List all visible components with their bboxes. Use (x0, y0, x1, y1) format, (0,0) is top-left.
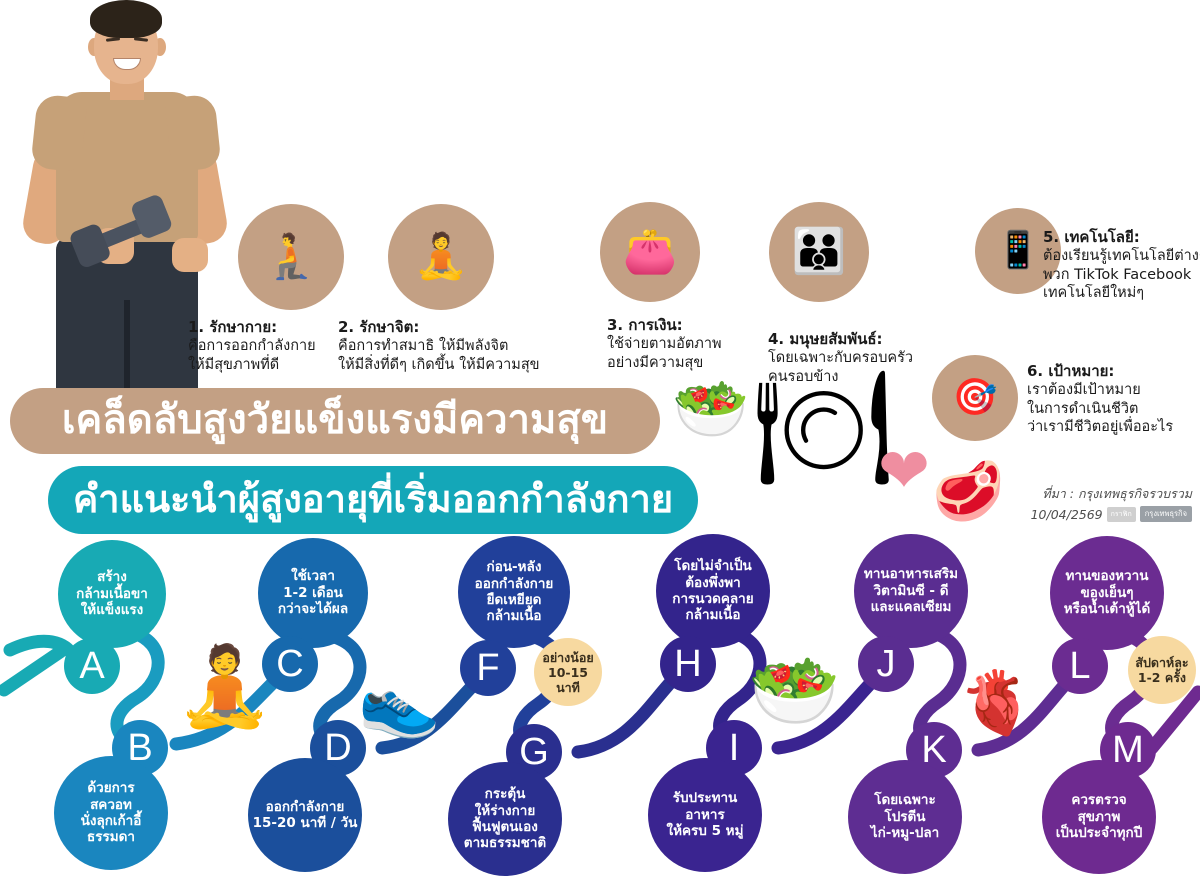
people-group-icon: 👪 (769, 202, 869, 302)
meat-steak-illustration: 🥩 (932, 457, 1005, 525)
flow-node-C-letter: C (262, 636, 318, 692)
tip-1-line-1: คือการออกกำลังกาย (188, 337, 316, 354)
tip-2-line-1: คือการทำสมาธิ ให้มีพลังจิต (338, 337, 509, 354)
tip-5-line-1: ต้องเรียนรู้เทคโนโลยีต่างๆ (1043, 247, 1200, 264)
photo-hair (90, 0, 162, 38)
tip-6-line-2: ในการดำเนินชีวิต (1027, 400, 1139, 417)
pink-heart-illustration: ❤ (878, 434, 930, 507)
hero-photo-senior-man (8, 0, 238, 400)
tip-1-line-2: ให้มีสุขภาพที่ดี (188, 356, 280, 373)
tip-5-title: 5. เทคโนโลยี: (1043, 228, 1140, 246)
photo-right-sleeve (164, 93, 222, 173)
sub-title-text: คำแนะนำผู้สูงอายุที่เริ่มออกกำลังกาย (72, 476, 674, 521)
flow-node-J-text: ทานอาหารเสริม วิตามินซี - ดี และแคลเซียม (854, 534, 968, 648)
tip-6-line-3: ว่าเรามีชีวิตอยู่เพื่ออะไร (1027, 419, 1174, 436)
tip-2-glyph: 🧘 (413, 231, 469, 282)
stretch-duration-badge: อย่างน้อย 10-15 นาที (534, 638, 602, 706)
tip-5-line-3: เทคโนโลยีใหม่ๆ (1043, 285, 1145, 302)
photo-left-sleeve (30, 93, 88, 173)
tip-2-line-2: ให้มีสิ่งที่ดีๆ เกิดขึ้น ให้มีความสุข (338, 356, 540, 373)
flow-node-K-text: โดยเฉพาะ โปรตีน ไก่-หมู-ปลา (848, 760, 962, 874)
sneakers-dumbbell-illustration: 👟 (358, 664, 441, 741)
flow-node-D-text: ออกกำลังกาย 15-20 นาที / วัน (248, 758, 362, 872)
flow-node-F-letter: F (460, 640, 516, 696)
yoga-tree-pose-illustration: 🧘 (176, 642, 274, 732)
smartphone-chat-icon: 📱 (975, 208, 1061, 294)
yoga-forward-bend-icon: 🧎 (238, 204, 344, 310)
flow-node-B-text: ด้วยการ สควอท นั่งลุกเก้าอี้ ธรรมดา (54, 756, 168, 870)
balanced-meal-plate-illustration: 🍽 (752, 363, 895, 493)
tip-3-line-1: ใช้จ่ายตามอัตภาพ (607, 335, 722, 352)
source-date: 10/04/2569 (1030, 506, 1103, 522)
source-date-row: 10/04/2569 กราฟิก กรุงเทพธุรกิจ (1031, 506, 1192, 522)
tip-5-line-2: พวก TikTok Facebook (1043, 266, 1192, 283)
tip-3-line-2: อย่างมีความสุข (607, 354, 704, 371)
flow-node-A-text: สร้าง กล้ามเนื้อขา ให้แข็งแรง (58, 540, 166, 648)
tip-4-line-1: โดยเฉพาะกับครอบครัว (768, 349, 914, 366)
source-chip-publisher: กรุงเทพธุรกิจ (1139, 506, 1192, 522)
flow-node-M-text: ควรตรวจ สุขภาพ เป็นประจำทุกปี (1042, 760, 1156, 874)
main-title-banner: เคล็ดลับสูงวัยแข็งแรงมีความสุข (10, 388, 660, 454)
tip-2-title: 2. รักษาจิต: (338, 318, 420, 336)
photo-pants-seam (124, 300, 130, 400)
sweets-frequency-badge: สัปดาห์ละ 1-2 ครั้ง (1128, 636, 1196, 704)
tip-1-title: 1. รักษากาย: (188, 318, 278, 336)
target-dart-icon: 🎯 (932, 355, 1018, 441)
tip-5-glyph: 📱 (995, 230, 1041, 271)
tip-3-glyph: 👛 (622, 226, 678, 277)
fruit-veg-bowl-illustration: 🥗 (748, 648, 841, 734)
flow-node-H-text: โดยไม่จำเป็น ต้องพึ่งพา การนวดคลาย กล้าม… (656, 534, 770, 648)
flow-node-C-text: ใช้เวลา 1-2 เดือน กว่าจะได้ผล (258, 538, 368, 648)
flow-node-H-letter: H (660, 636, 716, 692)
tip-4-glyph: 👪 (791, 226, 847, 277)
flow-node-G-text: กระตุ้น ให้ร่างกาย ฟื้นฟูตนเอง ตามธรรมชา… (448, 762, 562, 876)
sub-title-banner: คำแนะนำผู้สูงอายุที่เริ่มออกกำลังกาย (48, 466, 698, 534)
tip-4-line-2: คนรอบข้าง (768, 368, 839, 385)
main-title-text: เคล็ดลับสูงวัยแข็งแรงมีความสุข (61, 397, 609, 443)
flow-node-L-text: ทานของหวาน ของเย็นๆ หรือน้ำเต้าหู้ได้ (1050, 536, 1164, 650)
tip-4-title: 4. มนุษยสัมพันธ์: (768, 330, 883, 348)
wallet-coins-icon: 👛 (600, 202, 700, 302)
meditation-icon: 🧘 (388, 204, 494, 310)
source-credit: ที่มา : กรุงเทพธุรกิจรวบรวม 10/04/2569 ก… (1031, 484, 1192, 522)
flow-node-F-text: ก่อน-หลัง ออกกำลังกาย ยืดเหยียด กล้ามเนื… (458, 536, 570, 648)
tip-3-title: 3. การเงิน: (607, 316, 683, 334)
flow-node-A-letter: A (64, 638, 120, 694)
tip-6-glyph: 🎯 (952, 377, 998, 418)
flow-node-I-text: รับประทาน อาหาร ให้ครบ 5 หมู่ (648, 758, 762, 872)
source-chip-graphic: กราฟิก (1106, 506, 1136, 522)
flow-node-J-letter: J (858, 636, 914, 692)
tip-1-glyph: 🧎 (263, 231, 319, 282)
veggie-bowl-illustration: 🥗 (672, 372, 750, 445)
flow-node-L-letter: L (1052, 638, 1108, 694)
photo-right-fist (172, 238, 208, 272)
tip-6-line-1: เราต้องมีเป้าหมาย (1027, 381, 1141, 398)
heart-pulse-illustration: 🫀 (958, 666, 1036, 739)
tip-6-title: 6. เป้าหมาย: (1027, 362, 1115, 380)
source-label: ที่มา : กรุงเทพธุรกิจรวบรวม (1042, 486, 1192, 501)
exercise-advice-flow: สร้าง กล้ามเนื้อขา ให้แข็งแรง A B ด้วยกา… (0, 530, 1200, 876)
